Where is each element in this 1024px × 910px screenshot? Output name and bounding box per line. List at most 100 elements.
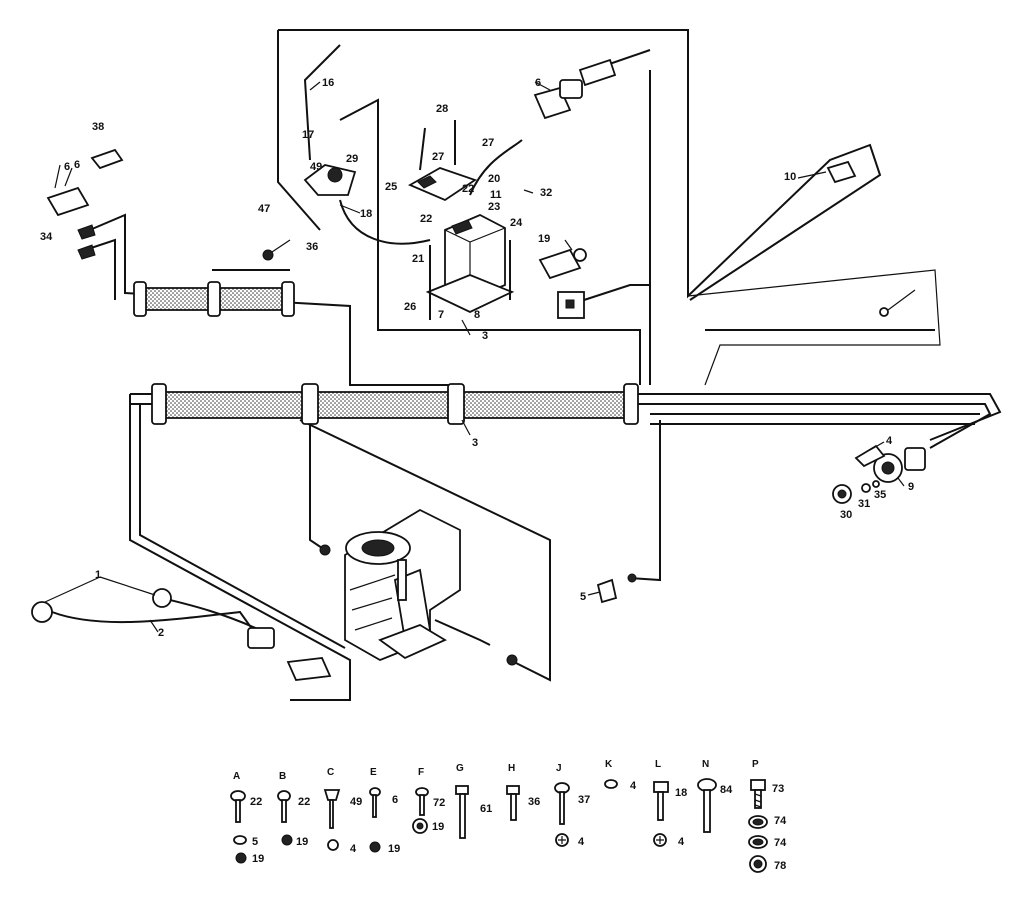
harness-wire-frame xyxy=(277,29,941,386)
hardware-group-p: P 73 74 74 78 xyxy=(748,759,787,873)
svg-text:84: 84 xyxy=(720,784,733,796)
svg-text:L: L xyxy=(655,759,661,770)
callout-27b: 27 xyxy=(482,137,494,149)
callout-1: 1 xyxy=(95,569,101,581)
svg-text:36: 36 xyxy=(528,796,540,808)
svg-text:N: N xyxy=(702,759,709,770)
switch-19 xyxy=(538,248,587,280)
key-switch xyxy=(832,444,926,504)
svg-text:K: K xyxy=(605,759,613,770)
callout-29: 29 xyxy=(346,153,358,165)
callout-8: 8 xyxy=(474,309,480,321)
callout-35: 35 xyxy=(874,489,886,501)
callout-16: 16 xyxy=(322,77,334,89)
svg-text:B: B xyxy=(279,771,286,782)
battery-cable xyxy=(303,44,523,245)
callout-17: 17 xyxy=(302,129,314,141)
ground-terminal xyxy=(879,289,916,317)
callout-31: 31 xyxy=(858,498,870,510)
headlight-bulbs xyxy=(31,588,275,649)
callout-25: 25 xyxy=(385,181,397,193)
callout-10: 10 xyxy=(784,171,796,183)
callout-28: 28 xyxy=(436,103,448,115)
hardware-group-g: G 61 xyxy=(455,763,492,839)
svg-text:74: 74 xyxy=(774,815,787,827)
svg-text:E: E xyxy=(370,767,377,778)
hardware-group-b: B 22 19 xyxy=(277,771,310,848)
svg-text:H: H xyxy=(508,763,515,774)
svg-text:P: P xyxy=(752,759,759,770)
svg-text:78: 78 xyxy=(774,860,786,872)
callout-3a: 3 xyxy=(482,330,488,342)
hardware-group-j: J 37 4 xyxy=(554,763,590,848)
connector-plug xyxy=(557,284,650,319)
callout-7: 7 xyxy=(438,309,444,321)
hardware-legend: A 22 5 19 B 22 19 C 49 4 E 6 xyxy=(230,759,787,873)
terminal-left xyxy=(77,224,96,260)
hardware-group-a: A 22 5 19 xyxy=(230,771,264,865)
battery xyxy=(425,214,515,320)
callout-22b: 22 xyxy=(420,213,432,225)
svg-text:4: 4 xyxy=(630,780,637,792)
svg-text:19: 19 xyxy=(296,836,308,848)
svg-text:22: 22 xyxy=(298,796,310,808)
svg-text:49: 49 xyxy=(350,796,362,808)
hardware-group-k: K 4 xyxy=(604,759,637,792)
switch-6 xyxy=(533,58,617,120)
svg-text:19: 19 xyxy=(432,821,444,833)
svg-text:6: 6 xyxy=(392,794,398,806)
callout-6b: 6 xyxy=(64,161,70,173)
switch-34 xyxy=(46,164,90,217)
terminal-mid xyxy=(262,239,291,261)
svg-text:G: G xyxy=(456,763,464,774)
svg-text:C: C xyxy=(327,767,334,778)
svg-text:F: F xyxy=(418,767,424,778)
callout-11: 11 xyxy=(490,189,502,201)
callout-34: 34 xyxy=(40,231,53,243)
callout-18: 18 xyxy=(360,208,372,220)
upper-left-wires xyxy=(84,213,455,386)
svg-text:A: A xyxy=(233,771,240,782)
callout-30: 30 xyxy=(840,509,852,521)
callout-23: 23 xyxy=(488,201,500,213)
callout-6c: 6 xyxy=(74,159,80,171)
callout-27a: 27 xyxy=(432,151,444,163)
callout-labels: 1 2 3 3 4 5 6 6 6 7 8 9 10 11 16 17 18 1… xyxy=(40,77,914,639)
main-wire-loom xyxy=(151,383,639,425)
svg-text:19: 19 xyxy=(252,853,264,865)
hardware-group-f: F 72 19 xyxy=(412,767,445,834)
svg-text:22: 22 xyxy=(250,796,262,808)
callout-32: 32 xyxy=(540,187,552,199)
callout-49: 49 xyxy=(310,161,322,173)
callout-6a: 6 xyxy=(535,77,541,89)
connector-box xyxy=(286,657,332,681)
callout-5: 5 xyxy=(580,591,586,603)
leader-lines xyxy=(44,81,905,633)
callout-47: 47 xyxy=(258,203,270,215)
svg-text:37: 37 xyxy=(578,794,590,806)
svg-text:19: 19 xyxy=(388,843,400,855)
hardware-group-n: N 84 xyxy=(697,759,733,833)
callout-19: 19 xyxy=(538,233,550,245)
callout-26: 26 xyxy=(404,301,416,313)
battery-hold-down xyxy=(407,120,478,202)
callout-20: 20 xyxy=(488,173,500,185)
callout-22a: 22 xyxy=(462,183,474,195)
svg-text:74: 74 xyxy=(774,837,787,849)
engine xyxy=(344,508,518,666)
svg-text:72: 72 xyxy=(433,797,445,809)
svg-text:5: 5 xyxy=(252,836,258,848)
hardware-group-e: E 6 19 xyxy=(369,767,400,855)
solenoid xyxy=(303,164,357,196)
ground-clip xyxy=(319,544,637,604)
svg-text:4: 4 xyxy=(578,836,585,848)
switch-38 xyxy=(90,148,124,170)
callout-36: 36 xyxy=(306,241,318,253)
callout-2: 2 xyxy=(158,627,164,639)
callout-4: 4 xyxy=(886,435,893,447)
callout-38: 38 xyxy=(92,121,104,133)
hardware-group-l: L 18 4 xyxy=(653,759,687,848)
svg-text:18: 18 xyxy=(675,787,687,799)
callout-21: 21 xyxy=(412,253,424,265)
hardware-group-c: C 49 4 xyxy=(323,767,362,855)
